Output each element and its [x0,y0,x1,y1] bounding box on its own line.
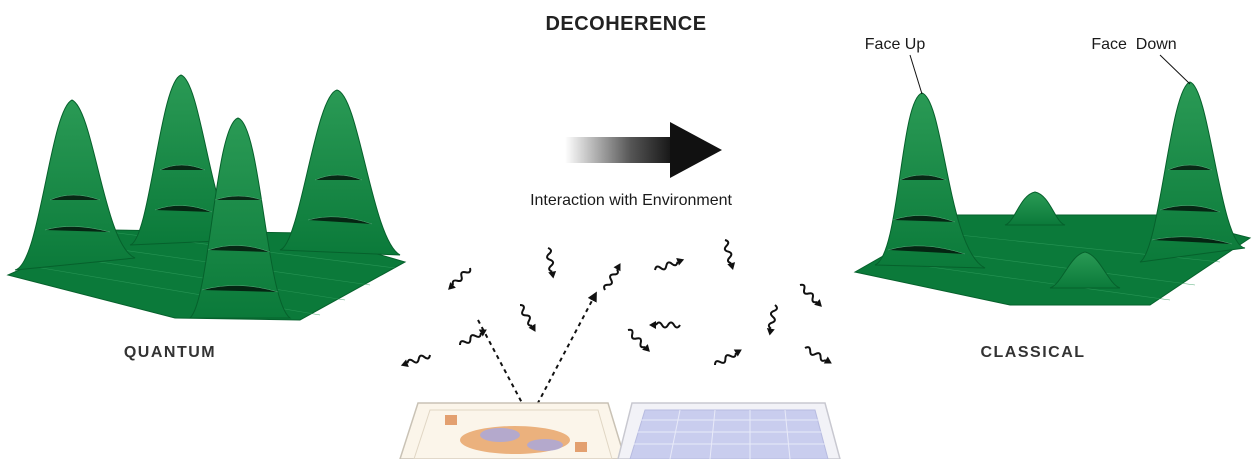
squiggly-arrow-icon [459,329,487,346]
squiggly-arrow-icon [400,354,431,367]
squiggly-arrow-icon [519,304,536,332]
quantum-peak-4 [188,117,292,319]
classical-bump-front [1049,251,1121,289]
squiggly-arrow-icon [804,346,832,364]
squiggly-arrow-icon [603,263,621,291]
squiggly-arrow-icon [799,283,822,307]
squiggly-arrow-icon [546,247,557,279]
squiggly-arrow-icon [766,304,778,336]
quantum-peak-1 [14,99,136,271]
squiggly-arrow-icon [714,349,742,366]
face-up-label: Face Up [865,36,926,53]
grid-card-icon [617,402,841,459]
face-down-label: Face Down [1091,36,1176,53]
quantum-peak-mesh [44,164,373,293]
quantum-peak-3 [279,89,401,256]
decoherence-arrow [565,122,722,178]
squiggly-arrow-icon [627,328,650,352]
classical-caption: CLASSICAL [980,344,1085,361]
environment-particles [400,239,832,367]
quantum-caption: QUANTUM [124,344,216,361]
arrow-caption: Interaction with Environment [530,192,732,209]
classical-peak-mesh [887,164,1233,255]
playing-card-icon [399,402,626,459]
classical-surface-plot [853,81,1252,306]
squiggly-arrow-icon [448,267,472,290]
face-down-pointer [1159,54,1191,85]
classical-peak-face-down [1139,81,1246,263]
squiggly-arrow-icon [654,258,685,271]
classical-bump-back [1004,191,1066,226]
quantum-surface-plot [6,74,407,321]
diagram-title: DECOHERENCE [545,13,706,35]
squiggly-arrow-icon [723,239,736,270]
photon-path [477,291,597,419]
squiggly-arrow-icon [649,321,681,329]
face-up-pointer [909,54,923,95]
